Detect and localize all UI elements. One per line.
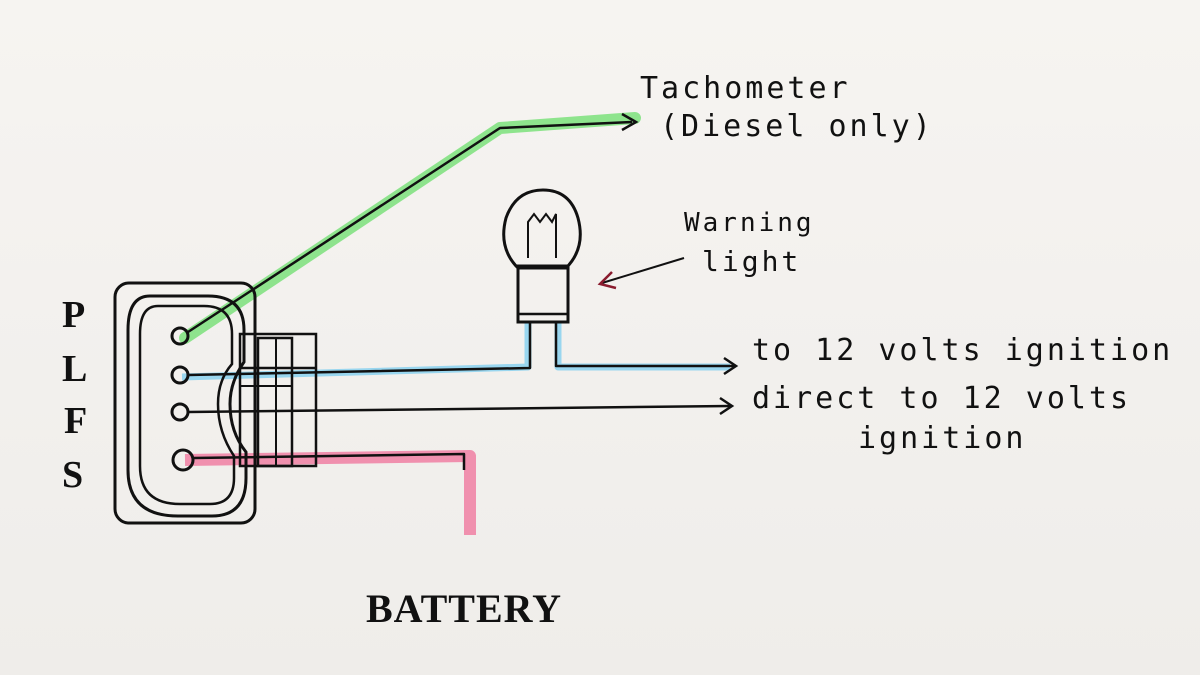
battery-wire-highlight bbox=[184, 450, 476, 535]
terminal-block bbox=[238, 332, 318, 468]
ignition-label: to 12 volts ignition bbox=[752, 333, 1174, 368]
warning-pointer-arrow-head bbox=[597, 271, 617, 290]
pin-label-f: F bbox=[64, 400, 88, 442]
field-wire bbox=[187, 404, 731, 414]
pin-f-hole bbox=[170, 402, 190, 422]
bulb-icon bbox=[502, 188, 582, 270]
light-label: light bbox=[702, 245, 802, 278]
pin-s-hole bbox=[171, 448, 195, 472]
bulb-socket bbox=[516, 264, 570, 324]
tach-arrow-head bbox=[621, 112, 639, 132]
tach-wire bbox=[187, 120, 633, 334]
tachometer-label: Tachometer bbox=[640, 71, 851, 106]
bulb-filament-icon bbox=[527, 212, 557, 258]
tachometer-note: (Diesel only) bbox=[660, 109, 934, 144]
warning-pointer-arrow bbox=[601, 257, 685, 284]
warning-label: Warning bbox=[684, 208, 815, 238]
pin-label-p: P bbox=[62, 294, 86, 336]
direct-ignition-label: direct to 12 volts bbox=[752, 381, 1132, 416]
ignition-arrow-head bbox=[723, 356, 739, 376]
battery-label: BATTERY bbox=[366, 586, 563, 631]
connector-inner-line bbox=[138, 304, 236, 506]
battery-wire bbox=[192, 452, 466, 470]
ignition-wire-highlight bbox=[554, 322, 730, 371]
connector-body bbox=[113, 281, 257, 525]
connector-inner-shell bbox=[126, 294, 248, 518]
field-arrow-head bbox=[719, 396, 735, 416]
pin-label-s: S bbox=[62, 454, 84, 496]
pin-p-hole bbox=[170, 326, 190, 346]
direct-ignition-label-line2: ignition bbox=[858, 421, 1027, 456]
pin-label-l: L bbox=[62, 348, 88, 390]
lamp-wire bbox=[187, 322, 532, 377]
ignition-wire bbox=[554, 322, 734, 368]
